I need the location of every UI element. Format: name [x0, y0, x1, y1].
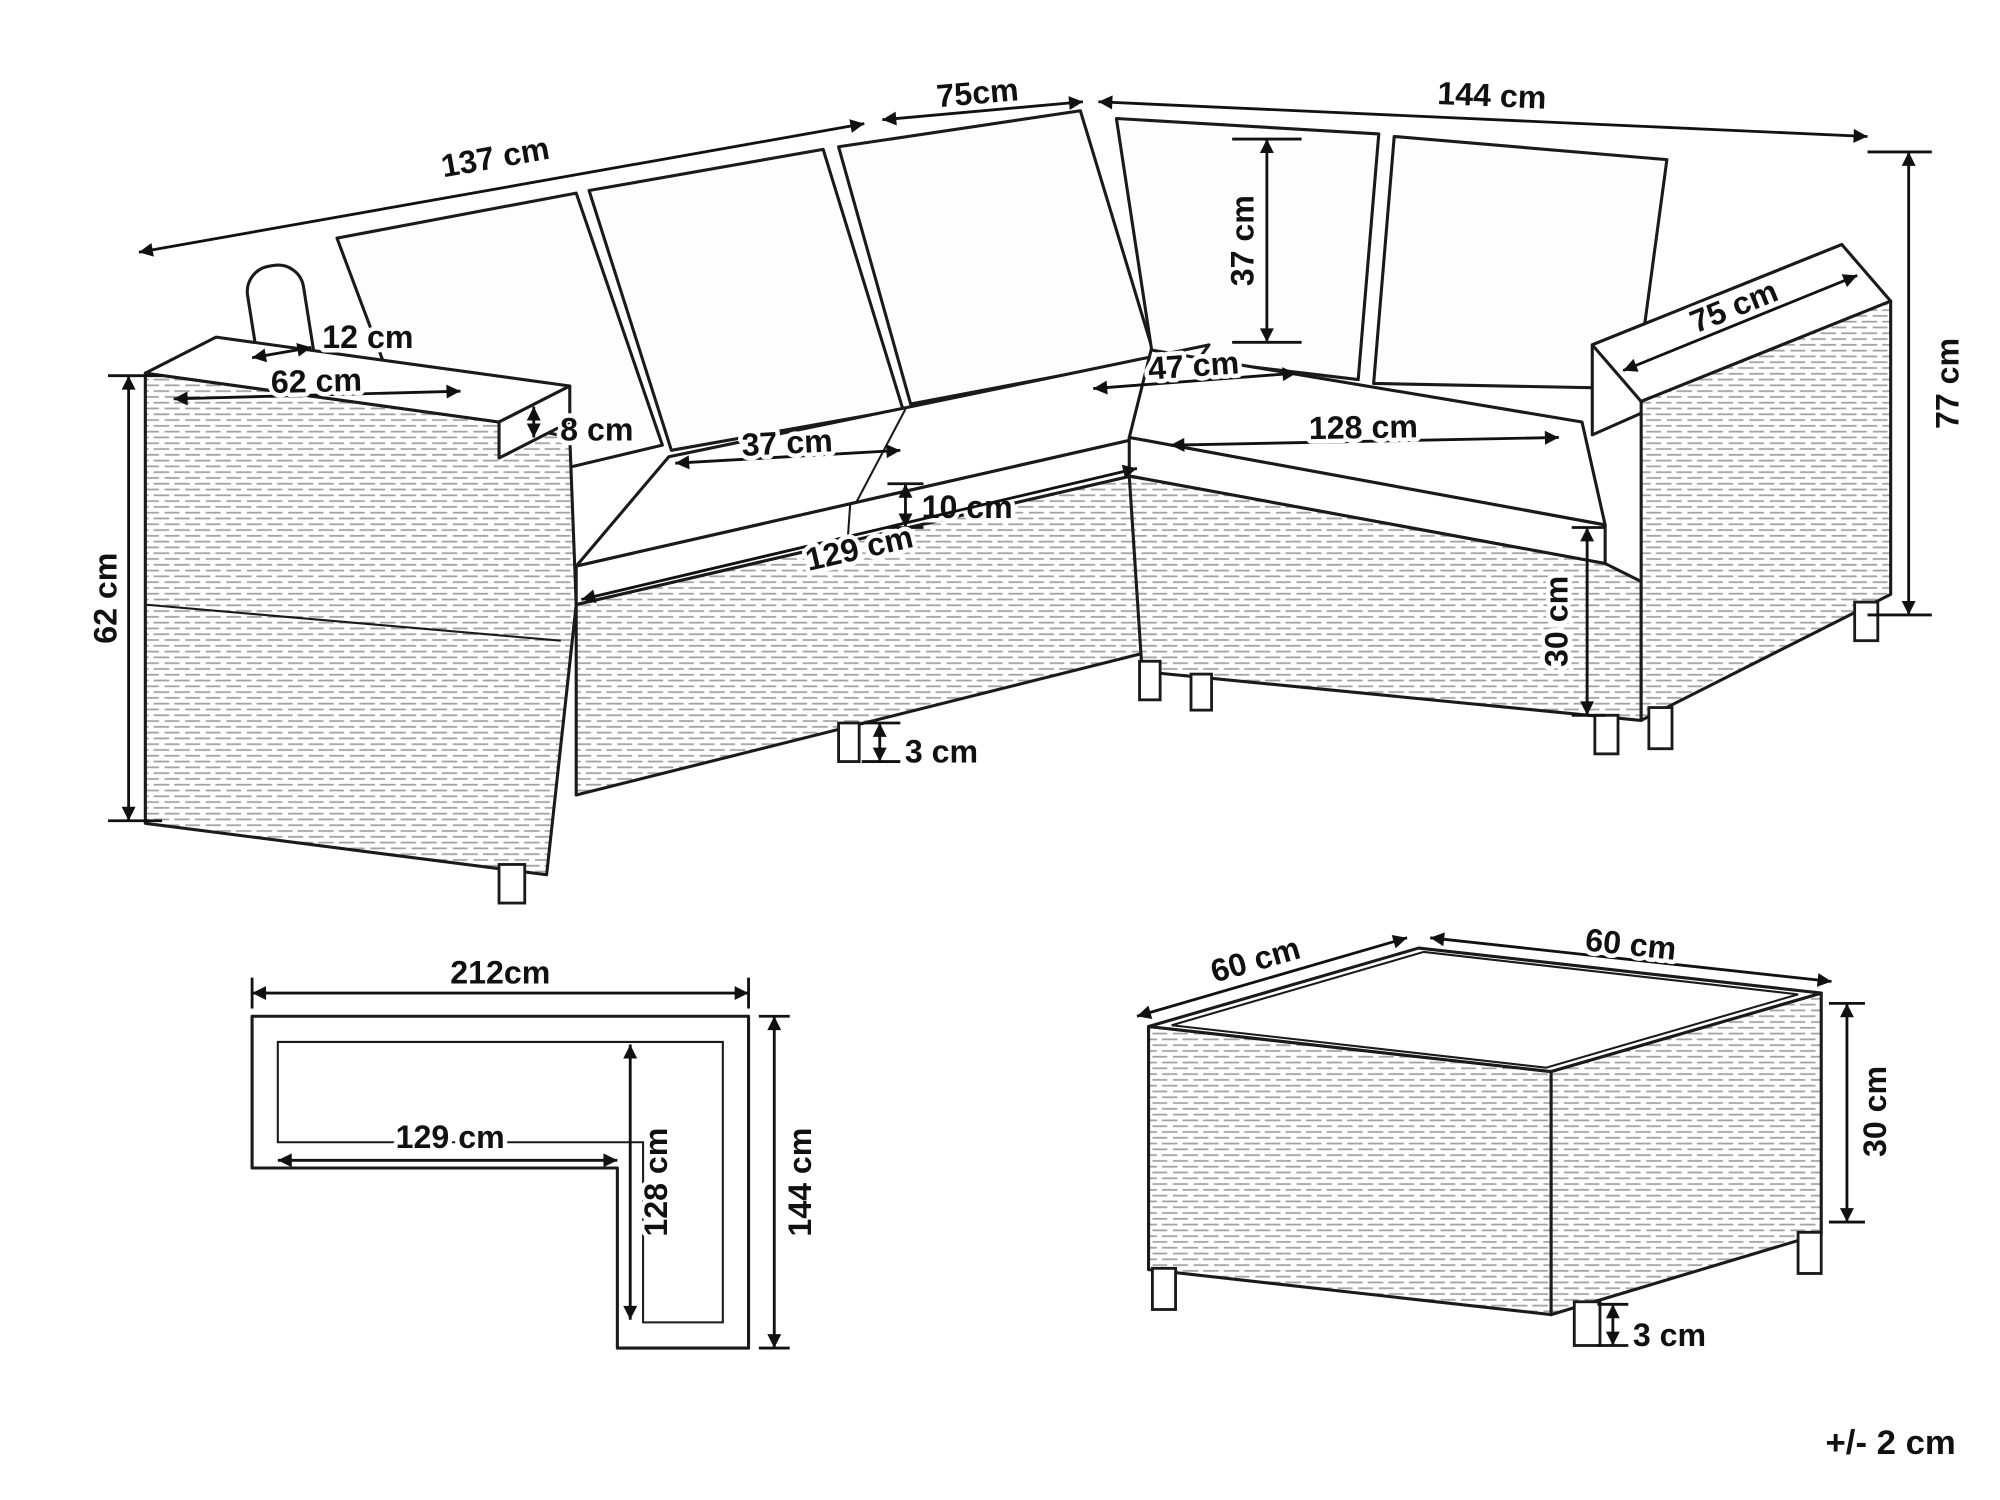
dim-line — [173, 384, 461, 406]
dim-label-armrest-height: 62 cm — [87, 553, 123, 644]
dim-label-total-height: 77 cm — [1929, 338, 1965, 429]
base-seam — [145, 603, 561, 642]
dim-line — [138, 119, 865, 257]
foot — [837, 721, 861, 763]
dim-label-seat-depth: 37 cm — [741, 422, 834, 463]
dim-label-back-right: 144 cm — [1437, 75, 1547, 116]
dim-line — [1430, 932, 1832, 987]
dim-label-back-corner: 75cm — [935, 71, 1020, 114]
foot — [1572, 1300, 1602, 1347]
table-view: 60 cm 60 cm 30 cm 3 cm — [1136, 917, 1898, 1358]
top-view-outer-outline — [250, 1014, 751, 1350]
dim-label-armrest-length: 62 cm — [270, 362, 362, 400]
dim-label-armrest-thickness: 8 cm — [560, 412, 633, 448]
foot — [1593, 713, 1620, 756]
top-view-inner-outline — [276, 1040, 724, 1324]
dim-line — [675, 444, 901, 470]
dim-line — [251, 342, 312, 363]
foot — [1853, 600, 1880, 643]
dim-label-topview-seat-length: 129 cm — [396, 1119, 505, 1155]
foot — [497, 863, 527, 905]
dim-line — [882, 96, 1084, 126]
foot — [1150, 1266, 1177, 1311]
sofa-top-view: 212cm 144 cm 129 cm 128 cm — [250, 950, 823, 1350]
dim-line — [1622, 274, 1858, 372]
dim-label-corner-seat-width: 47 cm — [1147, 344, 1240, 386]
dim-line — [1098, 95, 1868, 143]
dim-label-armrest-top-width: 12 cm — [322, 319, 413, 355]
dim-label-backrest-height: 37 cm — [1224, 195, 1260, 286]
dim-label-right-seat-width: 128 cm — [1309, 408, 1419, 446]
dim-label-back-left: 137 cm — [438, 130, 552, 184]
dim-line — [1136, 934, 1408, 1020]
dim-line — [1093, 367, 1297, 395]
dim-label-topview-total-width: 212cm — [450, 955, 550, 991]
dim-label-table-foot-height: 3 cm — [1633, 1317, 1706, 1353]
dim-label-cushion-thickness: 10 cm — [922, 489, 1013, 525]
foot — [1647, 706, 1674, 751]
table-front-panel — [1147, 1024, 1553, 1317]
dim-label-topview-seat-depth: 128 cm — [638, 1128, 674, 1237]
dim-line — [581, 464, 1138, 604]
dim-label-table-height: 30 cm — [1857, 1066, 1893, 1157]
foot — [1138, 659, 1162, 702]
sofa-perspective-view — [143, 109, 1893, 905]
dim-line — [1170, 430, 1559, 452]
dim-label-table-top-width: 60 cm — [1584, 922, 1678, 967]
dim-label-base-height: 30 cm — [1538, 576, 1574, 667]
sofa-feet — [497, 600, 1880, 905]
dim-label-topview-total-depth: 144 cm — [782, 1128, 818, 1237]
foot — [1796, 1230, 1823, 1275]
dim-label-foot-height: 3 cm — [905, 733, 978, 769]
tolerance-note: +/- 2 cm — [1826, 1424, 1956, 1462]
foot — [1189, 672, 1213, 712]
